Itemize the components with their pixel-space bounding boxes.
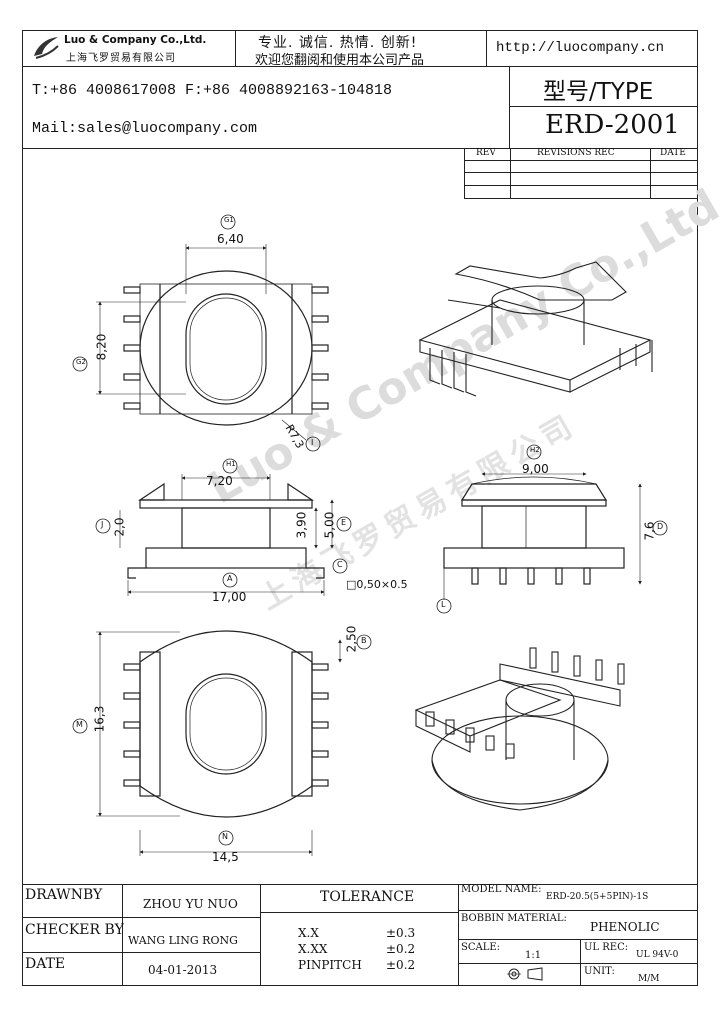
rev-col-date: DATE <box>660 148 686 158</box>
marker-g2: G2 <box>76 358 86 366</box>
marker-i: I <box>311 438 314 447</box>
tb-h3 <box>260 912 458 913</box>
scale-value: 1:1 <box>525 950 542 961</box>
type-box-left <box>509 66 510 148</box>
rev-col-rec: REVISIONS REC <box>537 148 615 158</box>
tol-value-2: ±0.2 <box>386 942 416 956</box>
dim-j: 2,0 <box>112 517 127 537</box>
type-label: 型号/TYPE <box>543 79 654 105</box>
marker-g1: G1 <box>224 216 234 224</box>
company-name-cn: 上海飞罗贸易有限公司 <box>66 53 176 64</box>
dim-n: 14,5 <box>212 850 239 864</box>
dim-h1: 7,20 <box>206 474 233 488</box>
email-address[interactable]: Mail:sales@luocompany.com <box>32 120 258 137</box>
tb-v1 <box>122 884 123 986</box>
company-logo-icon <box>34 37 59 59</box>
date-label: DATE <box>25 956 66 972</box>
marker-b: B <box>361 636 367 645</box>
slogan-line-2: 欢迎您翻阅和使用本公司产品 <box>255 53 425 68</box>
website-link[interactable]: http://luocompany.cn <box>496 40 665 56</box>
company-name-en: Luo & Company Co.,Ltd. <box>64 34 207 46</box>
drawnby-label: DRAWNBY <box>25 887 103 903</box>
tol-value-3: ±0.2 <box>386 958 416 972</box>
title-block-top <box>22 884 698 885</box>
dim-d: 7,6 <box>642 521 657 541</box>
bobbin-label: BOBBIN MATERIAL: <box>461 913 567 924</box>
dim-a: 17,00 <box>212 590 247 604</box>
bobbin-value: PHENOLIC <box>590 920 660 934</box>
dim-m: 16,3 <box>92 705 107 733</box>
iso-view-top <box>418 261 653 397</box>
rev-sep-2 <box>650 148 651 198</box>
tb-v3 <box>458 884 459 986</box>
marker-a: A <box>227 574 233 583</box>
type-box-mid <box>509 106 698 107</box>
tol-name-2: X.XX <box>298 942 328 956</box>
tol-name-1: X.X <box>298 926 319 940</box>
projection-symbol-icon <box>507 967 543 981</box>
marker-l: L <box>441 600 446 609</box>
bottom-view <box>96 630 342 856</box>
top-view <box>96 244 329 441</box>
dim-g2: 8,20 <box>94 333 109 361</box>
header-sep-2 <box>486 30 487 66</box>
header-sep-1 <box>235 30 236 66</box>
tb-v4 <box>580 939 581 986</box>
tolerance-label: TOLERANCE <box>320 889 415 905</box>
iso-view-bottom <box>414 647 625 811</box>
tb-h4 <box>458 910 698 911</box>
rev-row-1 <box>464 160 698 161</box>
marker-n: N <box>222 832 228 841</box>
tb-h1 <box>22 917 260 918</box>
rev-left <box>464 148 465 198</box>
header-bottom <box>22 148 698 149</box>
tol-value-1: ±0.3 <box>386 926 416 940</box>
marker-e: E <box>341 518 347 527</box>
marker-h2: H2 <box>530 446 540 454</box>
rev-row-2 <box>464 172 698 173</box>
front-view <box>443 472 642 600</box>
model-value: ERD-20.5(5+5PIN)-1S <box>546 892 649 902</box>
checker-label: CHECKER BY <box>25 922 124 938</box>
side-view <box>119 474 334 596</box>
unit-value: M/M <box>638 974 660 984</box>
rev-row-3 <box>464 185 698 186</box>
drawing-frame <box>22 30 698 986</box>
rev-sep-1 <box>510 148 511 198</box>
unit-label: UNIT: <box>584 966 615 977</box>
dim-h2: 9,00 <box>522 462 549 476</box>
dim-e: 3,90 <box>294 511 309 539</box>
tb-h2 <box>22 952 260 953</box>
marker-j: J <box>101 520 104 529</box>
marker-d: D <box>657 522 664 531</box>
date-value: 04-01-2013 <box>148 963 218 977</box>
marker-m: M <box>76 720 83 729</box>
rev-col-rev: REV <box>476 148 496 158</box>
dim-g1: 6,40 <box>217 232 244 246</box>
scale-label: SCALE: <box>461 942 501 953</box>
tol-name-3: PINPITCH <box>298 958 362 972</box>
dim-b: 2,50 <box>344 625 359 653</box>
drawnby-value: ZHOU YU NUO <box>143 897 238 911</box>
type-value: ERD-2001 <box>545 110 680 140</box>
slogan-line-1: 专业. 诚信. 热情. 创新! <box>258 35 418 51</box>
tb-v2 <box>260 884 261 986</box>
dim-f: 5,00 <box>322 511 337 539</box>
tb-h6 <box>458 963 698 964</box>
tb-h5 <box>458 939 698 940</box>
phone-fax: T:+86 4008617008 F:+86 4008892163-104818 <box>32 82 393 99</box>
ul-label: UL REC: <box>584 942 629 953</box>
ul-value: UL 94V-0 <box>636 950 679 960</box>
rev-row-4 <box>464 198 698 199</box>
header-divider <box>22 66 698 67</box>
marker-h1: H1 <box>226 460 236 468</box>
marker-c: C <box>337 560 343 569</box>
dim-c: □0,50×0.5 <box>346 578 408 591</box>
checker-value: WANG LING RONG <box>128 934 238 947</box>
model-label: MODEL NAME: <box>461 884 542 895</box>
